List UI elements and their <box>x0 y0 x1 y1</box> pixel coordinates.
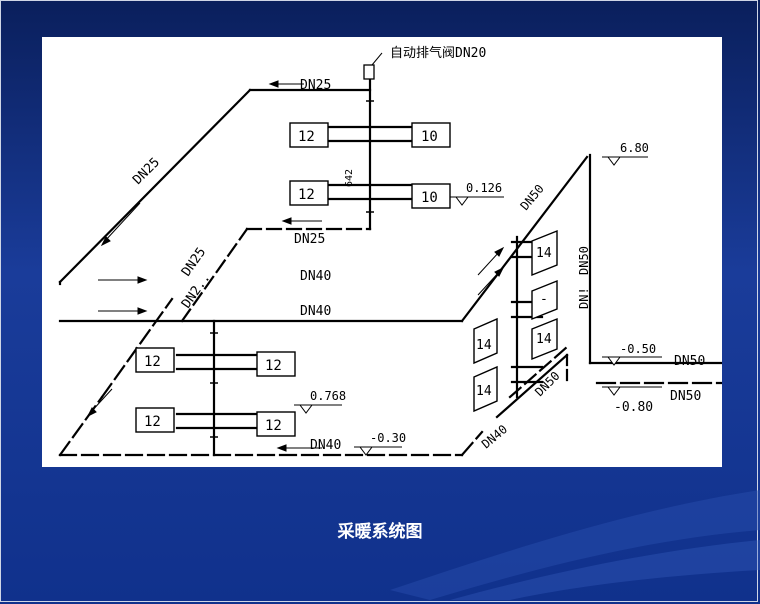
elevation-label: 0.126 <box>466 181 502 195</box>
elevation-label: -0.80 <box>614 400 653 415</box>
radiator-label: 10 <box>421 190 438 206</box>
radiator-label: 12 <box>298 187 315 203</box>
radiator-label: 14 <box>476 384 492 399</box>
radiator-label: 14 <box>476 338 492 353</box>
pipe-label: DN2.. <box>179 271 214 312</box>
pipe-label: DN50 <box>518 182 547 213</box>
heating-system-diagram: 12 10 12 10 12 12 12 12 14 - 14 14 14 自动… <box>42 37 722 467</box>
radiator-label: 12 <box>144 354 161 370</box>
elevation-label: 0.768 <box>310 389 346 403</box>
pipe-label: DN25 <box>294 232 325 247</box>
pipe-label: DN40 <box>479 422 510 451</box>
radiator-label: 12 <box>144 414 161 430</box>
elevation-label: 6.80 <box>620 141 649 155</box>
pipe-label: DN50 <box>670 389 701 404</box>
pipe-label: DN40 <box>310 438 341 453</box>
radiator-label: 14 <box>536 246 552 261</box>
radiator-label: 12 <box>298 129 315 145</box>
diagram-canvas: 12 10 12 10 12 12 12 12 14 - 14 14 14 自动… <box>58 45 722 457</box>
slide-caption: 采暖系统图 <box>337 522 423 542</box>
radiator-label: 12 <box>265 358 282 374</box>
radiator-label: 10 <box>421 129 438 145</box>
pipe-label: DN50 <box>577 246 591 275</box>
dimension-label: 642 <box>344 169 355 187</box>
radiator-label: 14 <box>536 332 552 347</box>
pipe-label: DN! <box>577 287 591 309</box>
pipe-label: DN50 <box>532 369 562 399</box>
pipe-label: DN40 <box>300 304 331 319</box>
radiator-label: 12 <box>265 418 282 434</box>
radiator-label: - <box>540 292 548 307</box>
vent-valve-label: 自动排气阀DN20 <box>390 45 486 61</box>
elevation-label: -0.30 <box>370 431 406 445</box>
elevation-label: -0.50 <box>620 342 656 356</box>
pipe-label: DN50 <box>674 354 705 369</box>
pipe-label: DN25 <box>300 78 331 93</box>
pipe-label: DN40 <box>300 269 331 284</box>
